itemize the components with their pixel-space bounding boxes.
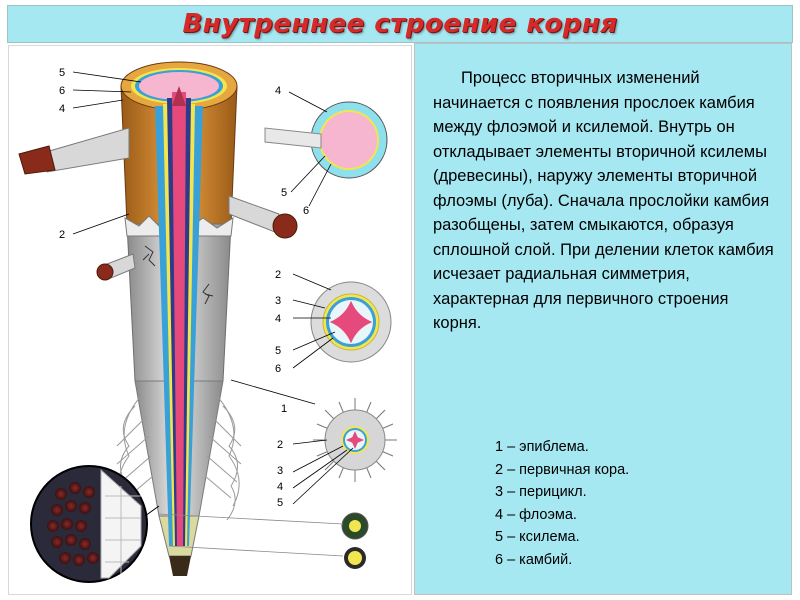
legend-item: 3 – перицикл.	[495, 484, 587, 500]
legend-item: 1 – эпиблема.	[495, 439, 589, 455]
root-illustration: 5 6 4 2 4 5 6	[18, 61, 397, 583]
label-main-5: 5	[59, 67, 65, 79]
main-labels: 5 6 4 2	[59, 67, 142, 241]
label-s3-3: 3	[277, 465, 283, 477]
label-s2-3: 3	[275, 295, 281, 307]
label-s1-4: 4	[275, 85, 281, 97]
section-root-tip	[158, 512, 369, 569]
label-s2-2: 2	[275, 269, 281, 281]
label-s2-5: 5	[275, 345, 281, 357]
description-paragraph: Процесс вторичных изменений начинается с…	[433, 69, 774, 332]
label-s3-4: 4	[277, 481, 283, 493]
description-panel: Процесс вторичных изменений начинается с…	[414, 43, 792, 595]
label-s2-4: 4	[275, 313, 281, 325]
page-title: Внутреннее строение корня	[182, 9, 618, 39]
legend-item: 6 – камбий.	[495, 551, 573, 568]
title-bar: Внутреннее строение корня	[7, 5, 793, 43]
legend-item: 5 – ксилема.	[495, 529, 580, 545]
section-transitional-structure: 2 3 4 5 6	[275, 269, 392, 375]
label-s3-2: 2	[277, 439, 283, 451]
lateral-root-left-1	[18, 127, 130, 175]
legend-item: 4 – флоэма.	[495, 506, 577, 523]
label-s1-6: 6	[303, 205, 309, 217]
cell-magnified-inset	[30, 465, 160, 583]
label-s3-1: 1	[281, 403, 287, 415]
label-main-2: 2	[59, 229, 65, 241]
section-primary-structure: 1 2 3 4 5	[230, 379, 397, 509]
section-secondary-structure: 4 5 6	[264, 85, 388, 217]
legend-list: 1 – эпиблема. 2 – первичная кора. 3 – пе…	[495, 436, 629, 571]
label-s2-6: 6	[275, 363, 281, 375]
root-cap	[169, 556, 191, 576]
lateral-root-left-2	[96, 253, 136, 281]
label-main-6: 6	[59, 85, 65, 97]
root-diagram: 5 6 4 2 4 5 6	[8, 45, 412, 595]
legend-item: 2 – первичная кора.	[495, 461, 630, 478]
vascular-cylinder	[155, 86, 203, 546]
label-s3-5: 5	[277, 497, 283, 509]
label-s1-5: 5	[281, 187, 287, 199]
lateral-root-right-1	[228, 195, 298, 239]
label-main-4: 4	[59, 103, 65, 115]
